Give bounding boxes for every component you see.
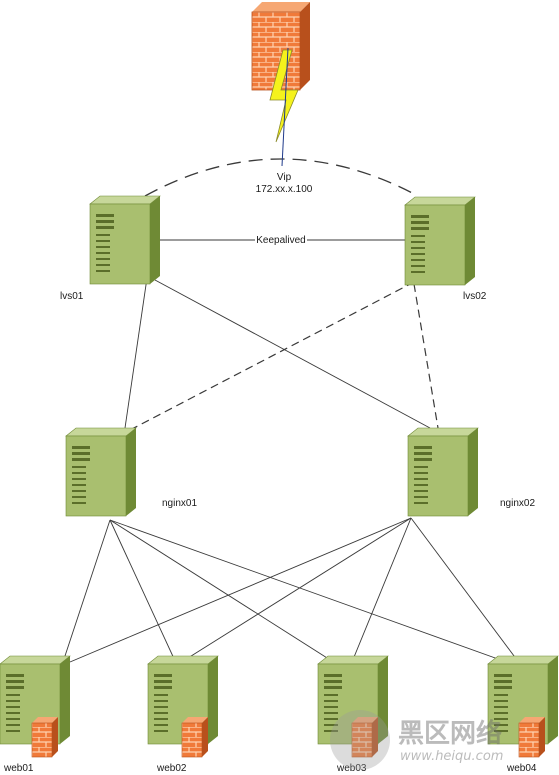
link-nginx02-web04 (410, 517, 521, 665)
label-lvs01: lvs01 (60, 291, 84, 302)
link-lvs02-nginx01 (129, 281, 415, 431)
link-lvs01-nginx01 (124, 277, 148, 429)
label-web04: web04 (506, 763, 537, 774)
label-web01: web01 (3, 763, 34, 774)
watermark: 黑区网络 www.heiqu.com (330, 710, 503, 770)
link-nginx01-web01 (62, 519, 111, 663)
server-nginx02-icon (407, 427, 479, 517)
firewall-link (281, 47, 289, 167)
link-nginx01-web03 (109, 519, 336, 664)
connection-lines (62, 158, 521, 665)
link-nginx02-web02 (179, 517, 412, 664)
watermark-logo-icon (330, 710, 390, 770)
label-nginx01: nginx01 (162, 498, 197, 509)
label-lvs02: lvs02 (463, 291, 487, 302)
firewall-icon (251, 2, 310, 91)
web02-firewall-icon (181, 716, 209, 758)
web04-firewall-icon (518, 716, 546, 758)
link-nginx01-web02 (109, 519, 177, 664)
lightning-icon (269, 49, 299, 143)
label-web02: web02 (156, 763, 187, 774)
link-lvs02-nginx02 (413, 283, 439, 429)
keepalived-label: Keepalived (256, 235, 305, 246)
link-lvs01-nginx02 (154, 279, 431, 429)
server-nginx01-icon (65, 427, 137, 517)
server-lvs02-icon (404, 196, 476, 286)
server-lvs01-icon (89, 195, 161, 285)
keepalived-label-bg (255, 233, 307, 246)
web01-firewall-icon (31, 716, 59, 758)
link-nginx02-web01 (69, 517, 412, 663)
vip-arc (144, 158, 419, 197)
link-nginx02-web03 (351, 517, 412, 663)
vip-address: 172.xx.x.100 (256, 184, 313, 195)
link-nginx01-web04 (109, 519, 513, 665)
watermark-url: www.heiqu.com (400, 749, 503, 764)
vip-label: Vip (277, 172, 292, 183)
label-nginx02: nginx02 (500, 498, 535, 509)
watermark-text: 黑区网络 (398, 718, 502, 749)
label-web03: web03 (336, 763, 367, 774)
